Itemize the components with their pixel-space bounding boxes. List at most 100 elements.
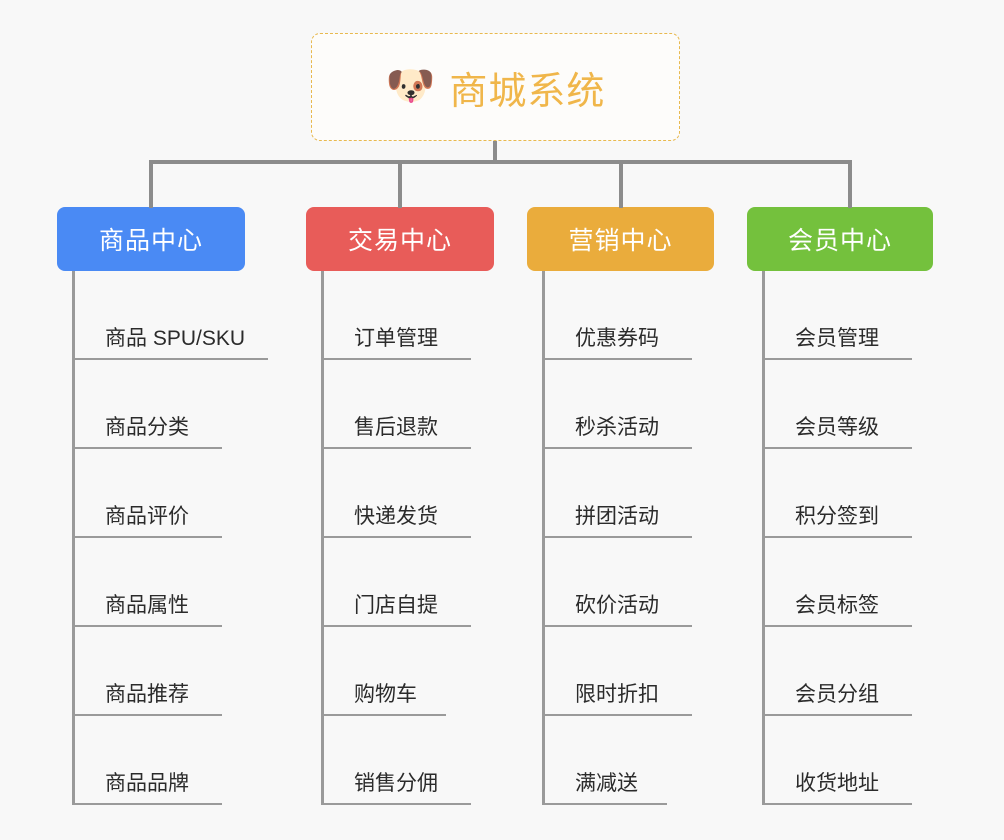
connector-drop-3	[619, 160, 623, 208]
leaf-item-label: 商品分类	[105, 416, 189, 439]
connector-bar	[149, 160, 852, 164]
branch-column-2: 交易中心订单管理售后退款快递发货门店自提购物车销售分佣	[306, 207, 494, 805]
leaf-item-label: 商品品牌	[105, 772, 189, 795]
leaf-item-rule	[542, 447, 692, 449]
leaf-item[interactable]: 会员标签	[747, 538, 933, 627]
leaf-item-rule	[72, 358, 268, 360]
leaf-item-rule	[72, 625, 222, 627]
leaf-item[interactable]: 商品品牌	[57, 716, 245, 805]
leaf-item[interactable]: 购物车	[306, 627, 494, 716]
leaf-item-rule	[762, 358, 912, 360]
leaf-item[interactable]: 会员管理	[747, 271, 933, 360]
leaf-item-label: 订单管理	[354, 327, 438, 350]
leaf-item-label: 优惠券码	[575, 327, 659, 350]
leaf-item-rule	[321, 536, 471, 538]
branch-spine	[321, 271, 324, 805]
leaf-item-rule	[542, 625, 692, 627]
branch-header-3[interactable]: 营销中心	[527, 207, 714, 271]
leaf-item[interactable]: 商品属性	[57, 538, 245, 627]
leaf-item-label: 商品属性	[105, 594, 189, 617]
leaf-item[interactable]: 门店自提	[306, 538, 494, 627]
branch-header-2[interactable]: 交易中心	[306, 207, 494, 271]
leaf-item-label: 砍价活动	[575, 594, 659, 617]
branch-header-label: 商品中心	[98, 227, 203, 255]
leaf-item[interactable]: 商品分类	[57, 360, 245, 449]
leaf-item-label: 收货地址	[795, 772, 879, 795]
leaf-item[interactable]: 秒杀活动	[527, 360, 714, 449]
branch-header-label: 会员中心	[787, 227, 892, 255]
leaf-item[interactable]: 拼团活动	[527, 449, 714, 538]
branch-column-4: 会员中心会员管理会员等级积分签到会员标签会员分组收货地址	[747, 207, 933, 805]
leaf-item-label: 商品 SPU/SKU	[105, 327, 246, 350]
leaf-item[interactable]: 砍价活动	[527, 538, 714, 627]
leaf-item-label: 秒杀活动	[575, 416, 659, 439]
leaf-item[interactable]: 商品 SPU/SKU	[57, 271, 268, 360]
leaf-item-label: 会员管理	[795, 327, 879, 350]
leaf-item-rule	[542, 536, 692, 538]
branch-spine	[762, 271, 765, 805]
connector-stem	[493, 141, 497, 163]
leaf-item-rule	[321, 447, 471, 449]
leaf-item[interactable]: 订单管理	[306, 271, 494, 360]
branch-column-3: 营销中心优惠券码秒杀活动拼团活动砍价活动限时折扣满减送	[527, 207, 714, 805]
branch-header-label: 交易中心	[347, 227, 452, 255]
leaf-item-label: 积分签到	[795, 505, 879, 528]
branch-spine	[542, 271, 545, 805]
branch-column-1: 商品中心商品 SPU/SKU 商品分类商品评价商品属性商品推荐商品品牌	[57, 207, 268, 805]
branch-header-4[interactable]: 会员中心	[747, 207, 933, 271]
leaf-item-label: 购物车	[354, 683, 417, 706]
connector-drop-2	[398, 160, 402, 208]
leaf-item[interactable]: 限时折扣	[527, 627, 714, 716]
connector-drop-1	[149, 160, 153, 208]
branch-items-2: 订单管理售后退款快递发货门店自提购物车销售分佣	[306, 271, 494, 805]
leaf-item-rule	[762, 447, 912, 449]
leaf-item[interactable]: 会员等级	[747, 360, 933, 449]
leaf-item-label: 门店自提	[354, 594, 438, 617]
leaf-item-rule	[542, 358, 692, 360]
leaf-item-rule	[72, 803, 222, 805]
leaf-item-rule	[72, 447, 222, 449]
leaf-item-rule	[762, 714, 912, 716]
leaf-item-rule	[321, 358, 471, 360]
leaf-item[interactable]: 快递发货	[306, 449, 494, 538]
root-title: 商城系统	[449, 70, 606, 113]
branch-header-1[interactable]: 商品中心	[57, 207, 245, 271]
leaf-item-label: 快递发货	[354, 505, 438, 528]
leaf-item[interactable]: 售后退款	[306, 360, 494, 449]
leaf-item-label: 限时折扣	[575, 683, 659, 706]
leaf-item[interactable]: 商品评价	[57, 449, 245, 538]
leaf-item-label: 满减送	[575, 772, 638, 795]
leaf-item-label: 拼团活动	[575, 505, 659, 528]
leaf-item-rule	[542, 803, 667, 805]
leaf-item-rule	[762, 625, 912, 627]
leaf-item-label: 会员等级	[795, 416, 879, 439]
dog-face-icon: 🐶	[385, 64, 436, 108]
root-node[interactable]: 🐶 商城系统	[311, 33, 680, 141]
leaf-item-rule	[72, 536, 222, 538]
leaf-item[interactable]: 优惠券码	[527, 271, 714, 360]
leaf-item-rule	[321, 714, 446, 716]
leaf-item-label: 会员分组	[795, 683, 879, 706]
leaf-item[interactable]: 满减送	[527, 716, 714, 805]
branch-spine	[72, 271, 75, 805]
leaf-item-rule	[72, 714, 222, 716]
leaf-item-rule	[542, 714, 692, 716]
leaf-item-rule	[321, 625, 471, 627]
branch-items-1: 商品 SPU/SKU 商品分类商品评价商品属性商品推荐商品品牌	[57, 271, 268, 805]
leaf-item-label: 会员标签	[795, 594, 879, 617]
branch-items-4: 会员管理会员等级积分签到会员标签会员分组收货地址	[747, 271, 933, 805]
leaf-item-rule	[762, 803, 912, 805]
leaf-item-rule	[762, 536, 912, 538]
branch-items-3: 优惠券码秒杀活动拼团活动砍价活动限时折扣满减送	[527, 271, 714, 805]
leaf-item-label: 商品评价	[105, 505, 189, 528]
leaf-item-label: 销售分佣	[354, 772, 438, 795]
leaf-item[interactable]: 会员分组	[747, 627, 933, 716]
leaf-item[interactable]: 收货地址	[747, 716, 933, 805]
leaf-item[interactable]: 积分签到	[747, 449, 933, 538]
connector-drop-4	[848, 160, 852, 208]
branch-header-label: 营销中心	[568, 227, 673, 255]
leaf-item[interactable]: 商品推荐	[57, 627, 245, 716]
leaf-item[interactable]: 销售分佣	[306, 716, 494, 805]
leaf-item-label: 商品推荐	[105, 683, 189, 706]
